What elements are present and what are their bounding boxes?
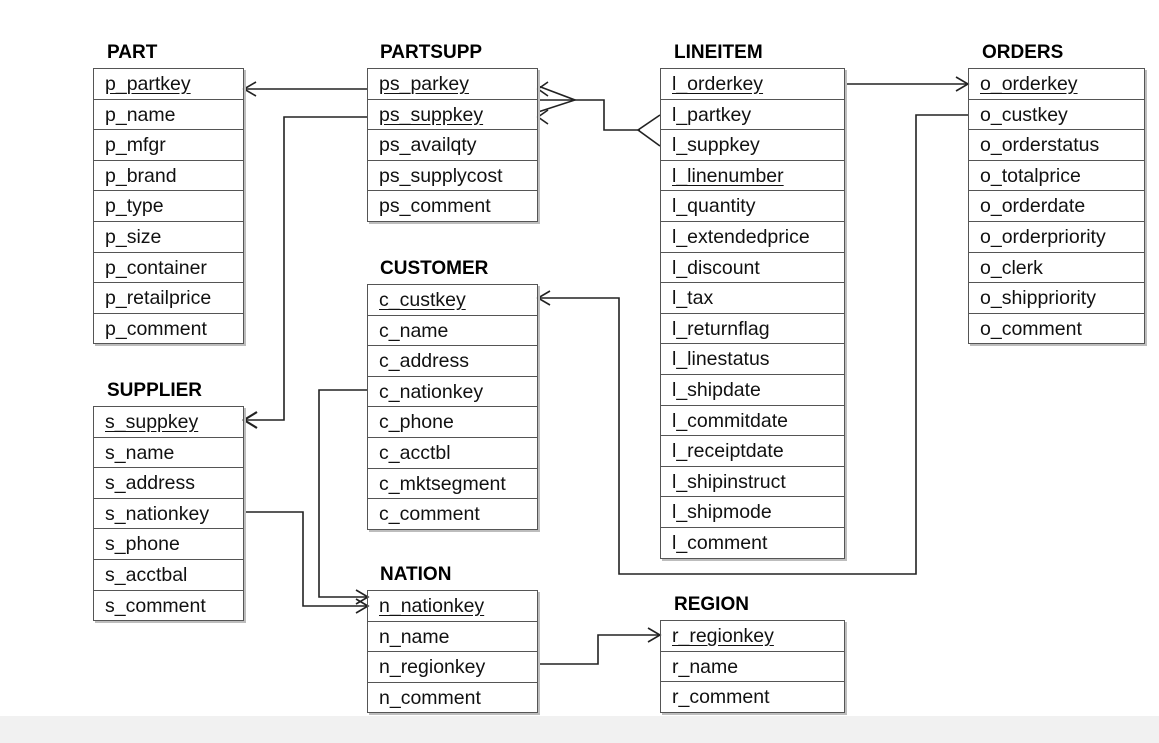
field-customer-6: c_mktsegment: [368, 469, 537, 500]
field-region-0: r_regionkey: [661, 621, 844, 652]
link-supplier-nation: [244, 511, 368, 607]
field-lineitem-1: l_partkey: [661, 100, 844, 131]
field-lineitem-11: l_commitdate: [661, 406, 844, 437]
arrow-ps-suppkey: [536, 109, 549, 125]
field-lineitem-13: l_shipinstruct: [661, 467, 844, 498]
field-orders-3: o_totalprice: [969, 161, 1144, 192]
field-lineitem-8: l_returnflag: [661, 314, 844, 345]
field-orders-1: o_custkey: [969, 100, 1144, 131]
arrow-supplier: [241, 411, 258, 429]
field-lineitem-14: l_shipmode: [661, 497, 844, 528]
field-region-2: r_comment: [661, 682, 844, 713]
field-supplier-0: s_suppkey: [94, 407, 243, 438]
field-lineitem-3: l_linenumber: [661, 161, 844, 192]
field-nation-0: n_nationkey: [368, 591, 537, 622]
arrow-part: [242, 81, 257, 97]
field-nation-3: n_comment: [368, 683, 537, 714]
arrow-customer: [536, 290, 551, 306]
field-partsupp-2: ps_availqty: [368, 130, 537, 161]
field-customer-1: c_name: [368, 316, 537, 347]
field-part-6: p_container: [94, 253, 243, 284]
field-part-2: p_mfgr: [94, 130, 243, 161]
field-part-0: p_partkey: [94, 69, 243, 100]
title-supplier: SUPPLIER: [107, 380, 203, 401]
field-lineitem-0: l_orderkey: [661, 69, 844, 100]
field-lineitem-5: l_extendedprice: [661, 222, 844, 253]
field-orders-4: o_orderdate: [969, 191, 1144, 222]
link-customer-nation: [318, 389, 368, 598]
crowsfoot-partsupp-top: [537, 85, 578, 113]
field-lineitem-4: l_quantity: [661, 191, 844, 222]
field-lineitem-6: l_discount: [661, 253, 844, 284]
field-customer-5: c_acctbl: [368, 438, 537, 469]
field-orders-6: o_clerk: [969, 253, 1144, 284]
title-part: PART: [107, 42, 158, 63]
field-part-5: p_size: [94, 222, 243, 253]
field-nation-2: n_regionkey: [368, 652, 537, 683]
arrow-ps-parkey: [536, 81, 549, 97]
link-orders-customer: [538, 114, 968, 575]
title-nation: NATION: [380, 564, 452, 585]
field-lineitem-2: l_suppkey: [661, 130, 844, 161]
title-customer: CUSTOMER: [380, 258, 489, 279]
field-customer-7: c_comment: [368, 499, 537, 530]
link-partsupp-supplier: [244, 116, 368, 421]
field-supplier-1: s_name: [94, 438, 243, 469]
field-orders-7: o_shippriority: [969, 283, 1144, 314]
field-partsupp-0: ps_parkey: [368, 69, 537, 100]
field-lineitem-10: l_shipdate: [661, 375, 844, 406]
field-supplier-3: s_nationkey: [94, 499, 243, 530]
field-partsupp-1: ps_suppkey: [368, 100, 537, 131]
field-customer-3: c_nationkey: [368, 377, 537, 408]
field-customer-0: c_custkey: [368, 285, 537, 316]
field-supplier-4: s_phone: [94, 529, 243, 560]
field-part-4: p_type: [94, 191, 243, 222]
field-supplier-2: s_address: [94, 468, 243, 499]
field-part-8: p_comment: [94, 314, 243, 345]
field-orders-0: o_orderkey: [969, 69, 1144, 100]
title-partsupp: PARTSUPP: [380, 42, 483, 63]
field-partsupp-3: ps_supplycost: [368, 161, 537, 192]
field-nation-1: n_name: [368, 622, 537, 653]
title-region: REGION: [674, 594, 749, 615]
crowsfoot-lineitem: [636, 114, 661, 147]
arrow-nation-2: [355, 598, 370, 614]
field-lineitem-7: l_tax: [661, 283, 844, 314]
title-orders: ORDERS: [982, 42, 1064, 63]
field-customer-2: c_address: [368, 346, 537, 377]
field-partsupp-4: ps_comment: [368, 191, 537, 222]
link-lineitem-partsupp: [538, 99, 640, 131]
field-part-1: p_name: [94, 100, 243, 131]
field-lineitem-9: l_linestatus: [661, 344, 844, 375]
field-orders-8: o_comment: [969, 314, 1144, 345]
field-customer-4: c_phone: [368, 407, 537, 438]
field-orders-2: o_orderstatus: [969, 130, 1144, 161]
bottom-band: [0, 716, 1159, 743]
field-lineitem-15: l_comment: [661, 528, 844, 559]
title-lineitem: LINEITEM: [674, 42, 763, 63]
field-region-1: r_name: [661, 652, 844, 683]
field-part-7: p_retailprice: [94, 283, 243, 314]
field-orders-5: o_orderpriority: [969, 222, 1144, 253]
link-nation-region: [538, 634, 660, 665]
field-supplier-6: s_comment: [94, 591, 243, 622]
field-lineitem-12: l_receiptdate: [661, 436, 844, 467]
field-part-3: p_brand: [94, 161, 243, 192]
field-supplier-5: s_acctbal: [94, 560, 243, 591]
